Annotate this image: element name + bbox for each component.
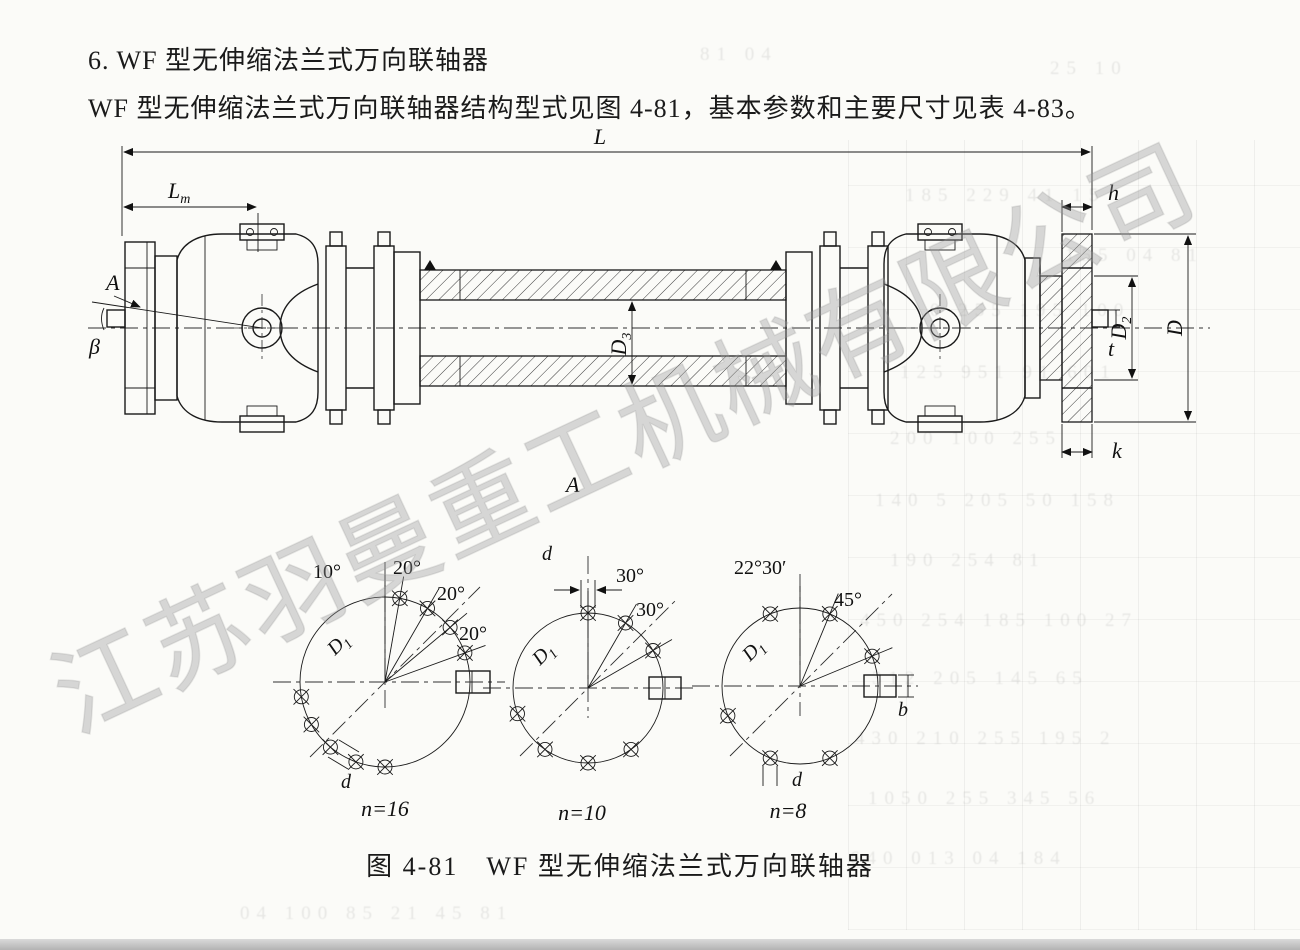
section-heading: 6. WF 型无伸缩法兰式万向联轴器 [88, 46, 490, 75]
scan-bottom-edge [0, 939, 1300, 950]
angle-label: 22°30′ [734, 557, 786, 579]
bolt-count-label: n=16 [361, 796, 409, 821]
bolt-hole-icon [322, 739, 339, 756]
dim-label-D1: D1 [527, 639, 561, 673]
keyway-tab [455, 670, 491, 694]
angle-label: 30° [636, 599, 664, 621]
dim-label-b: b [898, 699, 908, 721]
bolt-hole-icon [303, 716, 320, 733]
figure-caption: 图 4-81 WF 型无伸缩法兰式万向联轴器 [366, 852, 874, 881]
angle-label: 20° [437, 583, 465, 605]
dim-label-t: t [1108, 336, 1115, 361]
weld-mark [424, 260, 436, 270]
bolt-hole-icon [347, 753, 364, 770]
watermark-text: 江苏羽曼重工机械有限公司 [37, 126, 1215, 754]
bolt-hole-icon [293, 688, 310, 705]
bolt-count-label: n=10 [558, 800, 606, 825]
bolt-holes [509, 591, 673, 772]
angle-label: 10° [313, 561, 341, 583]
D1-diameter-line [309, 586, 481, 758]
view-label-A: A [104, 270, 120, 295]
connecting-tube [393, 251, 813, 405]
D1-diameter-line [519, 599, 677, 757]
angle-label: 20° [459, 623, 487, 645]
angle-label: 20° [393, 557, 421, 579]
bolt-hole-icon [579, 754, 597, 772]
bolt-hole-icon [419, 600, 436, 617]
dim-label-h: h [1108, 180, 1119, 205]
bolt-holes [719, 586, 893, 767]
dimensions: L Lm h D D2 t [88, 124, 1196, 497]
section-label-A: A [564, 472, 580, 497]
bolt-hole-icon [442, 619, 459, 636]
bolt-count-label: n=8 [770, 798, 807, 823]
angle-dimension-line [799, 647, 893, 687]
angle-dimension-line [384, 612, 468, 683]
dim-label-D3: D3 [606, 333, 635, 357]
bolt-hole-icon [821, 750, 838, 767]
dim-label-d: d [542, 543, 553, 565]
angle-dimension-line [384, 644, 486, 683]
bolt-circle-diagram-2: d 30° 30° D1 n=10 [483, 543, 696, 825]
right-end-flange [1024, 233, 1109, 423]
bolt-hole-icon [536, 741, 554, 758]
right-flange-pair [819, 231, 889, 425]
dim-label-L: L [593, 124, 606, 149]
bolt-hole-icon [644, 642, 662, 659]
dim-label-d: d [341, 771, 352, 793]
D1-diameter-line [729, 593, 893, 757]
bolt-hole-icon [821, 605, 838, 622]
bolt-hole-icon [579, 604, 597, 622]
angle-dimension-line [384, 589, 439, 683]
bolt-hole-icon [376, 758, 394, 776]
bolt-hole-icon [509, 705, 526, 722]
weld-mark [770, 260, 782, 270]
right-universal-joint [883, 223, 1026, 433]
bolt-hole-icon [719, 707, 736, 724]
bolt-hole-icon [864, 648, 881, 665]
dim-label-beta: β [88, 334, 100, 359]
body-paragraph: WF 型无伸缩法兰式万向联轴器结构型式见图 4-81，基本参数和主要尺寸见表 4… [88, 94, 1092, 123]
bolt-hole-icon [762, 750, 779, 767]
angle-label: 30° [616, 565, 644, 587]
bolt-circle-diagram-3: 22°30′ 45° D1 b d n=8 [692, 557, 918, 823]
angle-dimension-line [799, 593, 839, 687]
angle-dimension-line [587, 639, 673, 689]
bolt-hole-icon [762, 605, 779, 622]
angle-label: 45° [834, 589, 862, 611]
dim-label-D1: D1 [737, 635, 771, 669]
dim-label-Lm: Lm [167, 178, 190, 207]
bolt-hole-icon [622, 741, 640, 758]
angle-dimension-line [384, 576, 405, 683]
dim-label-d: d [792, 769, 803, 791]
dim-label-k: k [1112, 438, 1123, 463]
bolt-hole-icon [617, 614, 634, 632]
coupling-drawing [88, 223, 1210, 433]
bolt-circle-diagram-1: 10° 20° 20° 20° D1 d n=16 [273, 557, 505, 821]
bolt-holes [293, 575, 486, 776]
dim-label-D2: D2 [1106, 317, 1135, 341]
bolt-hole-icon [391, 590, 408, 607]
bolt-hole-icon [456, 644, 473, 661]
angle-dimension-line [587, 603, 637, 689]
dim-label-D: D [1162, 320, 1187, 337]
